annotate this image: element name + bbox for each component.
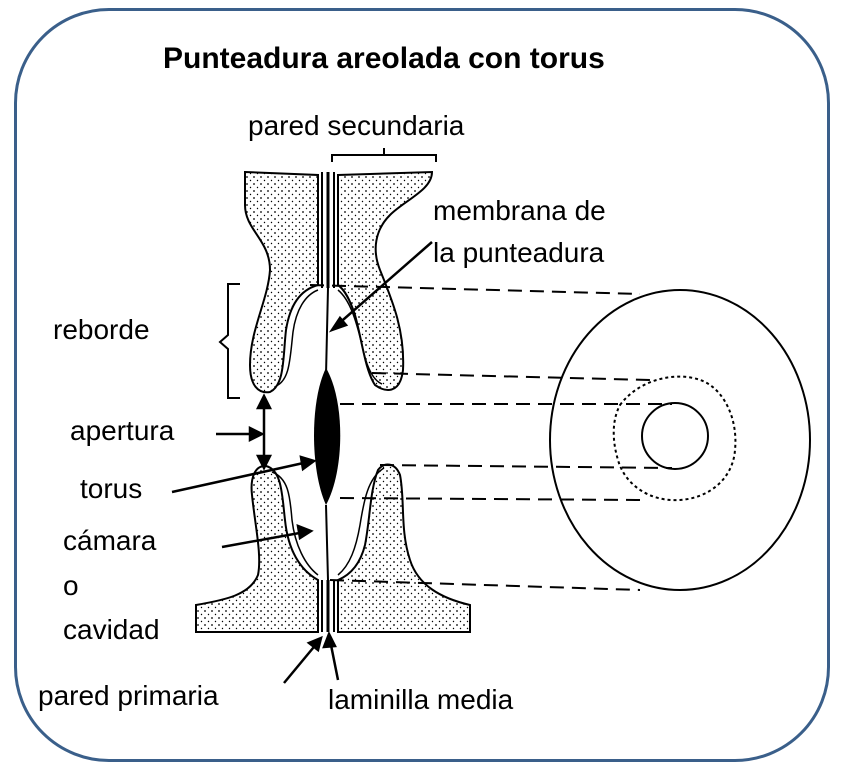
label-laminilla-media: laminilla media — [328, 684, 514, 715]
label-camara-line3: cavidad — [63, 614, 160, 645]
pointer-arrows — [171, 241, 433, 684]
torus-shape — [314, 368, 341, 505]
projection-lines — [309, 284, 673, 591]
diagram-title: Punteadura areolada con torus — [163, 42, 605, 75]
label-pared-secundaria: pared secundaria — [248, 110, 465, 141]
label-apertura: apertura — [70, 415, 175, 446]
face-view — [549, 289, 811, 591]
reborde-brace — [218, 283, 240, 399]
pared-secundaria-brace — [331, 148, 437, 162]
label-reborde: reborde — [53, 314, 150, 345]
label-camara-line2: o — [63, 570, 79, 601]
rounded-frame — [14, 8, 830, 762]
label-camara-line1: cámara — [63, 525, 157, 556]
label-torus: torus — [80, 473, 143, 504]
label-pared-primaria: pared primaria — [38, 680, 219, 711]
middle-lamella — [321, 172, 335, 632]
label-membrana-line1: membrana de — [433, 195, 606, 226]
secondary-wall-top — [244, 170, 434, 394]
label-membrana-line2: la punteadura — [433, 237, 605, 268]
